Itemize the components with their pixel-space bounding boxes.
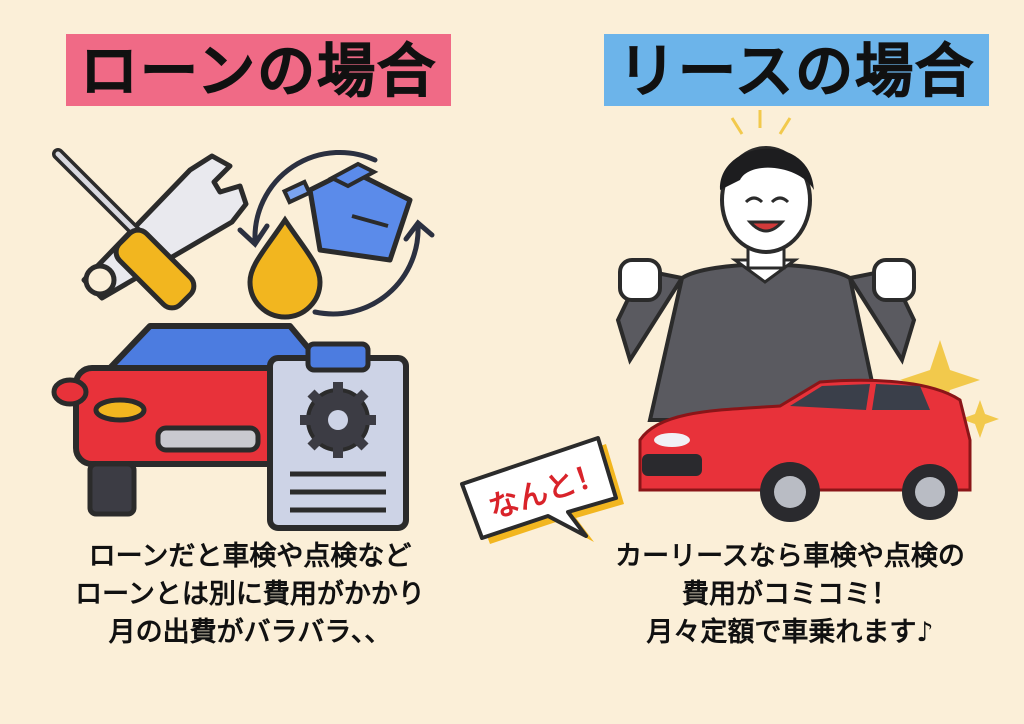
speech-bubble: なんと！ [456, 420, 636, 550]
oil-can-icon [281, 161, 413, 263]
clipboard-gear-icon [267, 341, 409, 531]
right-title: リースの場合 [604, 34, 990, 106]
right-caption-line: 費用がコミコミ！ [682, 579, 898, 610]
right-illustration [615, 110, 999, 522]
left-illustration [51, 148, 435, 531]
red-car-illustration [638, 378, 972, 522]
gear-icon [300, 382, 376, 458]
screwdriver-icon [52, 148, 197, 311]
right-caption-line: カーリースなら車検や点検の [615, 541, 965, 572]
right-caption-line: 月々定額で車乗れます♪ [646, 617, 934, 648]
oil-drop-icon [247, 215, 323, 320]
left-caption-line: 月の出費がバラバラ、、 [108, 617, 392, 648]
happy-man-illustration [615, 110, 917, 422]
left-caption-line: ローンだと車検や点検など [88, 541, 412, 572]
left-title: ローンの場合 [66, 34, 452, 106]
right-caption: カーリースなら車検や点検の 費用がコミコミ！ 月々定額で車乗れます♪ [580, 538, 1000, 652]
left-caption-line: ローンとは別に費用がかかり [75, 579, 425, 610]
left-caption: ローンだと車検や点検など ローンとは別に費用がかかり 月の出費がバラバラ、、 [40, 538, 460, 652]
speech-bubble-shape [460, 436, 624, 544]
recycle-arrows-icon [237, 149, 435, 317]
